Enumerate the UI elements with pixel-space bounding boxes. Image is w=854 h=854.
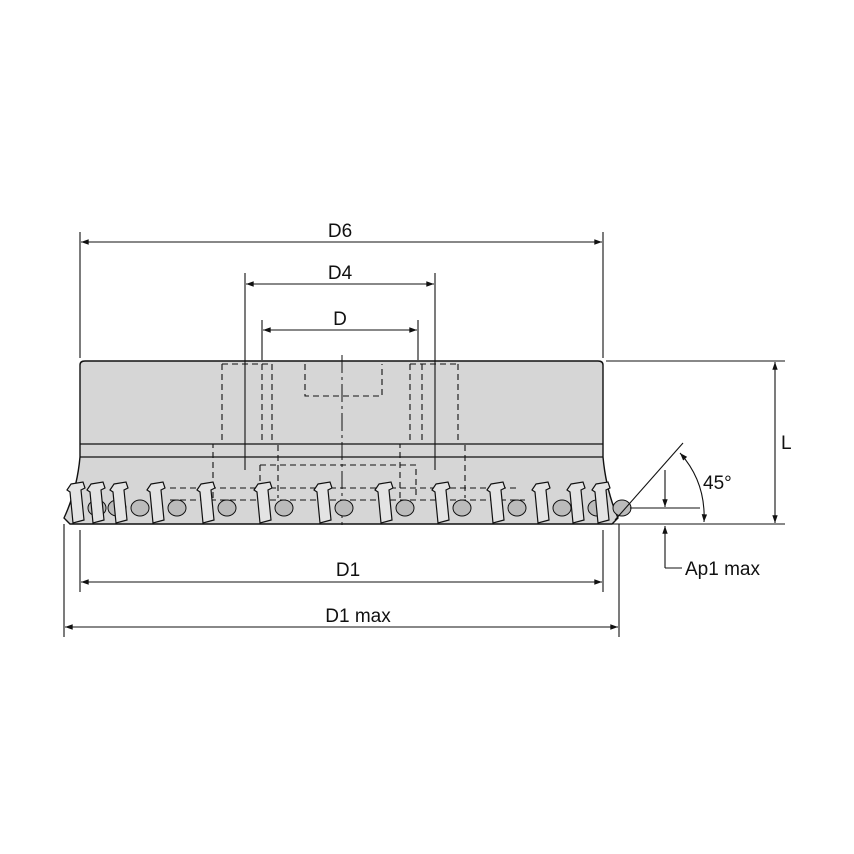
insert-clamp [253,481,273,524]
insert-clamp [313,481,333,524]
dimension-l: L [606,360,792,525]
dimension-d: D [261,309,419,360]
insert-clamp [431,481,451,524]
insert-screw-icon [612,499,632,517]
insert-clamp [531,481,551,524]
insert-screw-icon [507,499,527,517]
dimension-ap1-max: Ap1 max [630,470,760,580]
label-d6: D6 [328,221,352,242]
dimension-d1: D1 [79,530,604,592]
insert-screw-icon [452,499,472,517]
insert-screw-icon [334,499,354,517]
label-l: L [781,433,792,454]
insert-screw-icon [395,499,415,517]
insert-clamp [109,481,129,524]
insert-clamp [566,481,586,524]
insert-screw-icon [217,499,237,517]
insert-clamp [374,481,394,524]
label-d: D [333,309,347,330]
insert-screw-icon [130,499,150,517]
dimension-d6: D6 [79,221,604,358]
insert-screw-icon [167,499,187,517]
label-angle: 45° [703,473,732,494]
dimension-angle: 45° [614,442,732,523]
insert-screw-icon [274,499,294,517]
insert-clamp [86,481,106,524]
insert-clamp [591,481,611,524]
cutting-inserts [66,481,632,524]
insert-clamp [486,481,506,524]
insert-clamp [196,481,216,524]
label-ap1-max: Ap1 max [685,559,760,580]
insert-clamp [66,481,86,524]
label-d1: D1 [336,560,360,581]
dimension-d4: D4 [244,263,436,470]
dimension-d1-max: D1 max [63,524,620,637]
label-d4: D4 [328,263,353,284]
label-d1-max: D1 max [325,606,391,627]
insert-screw-icon [552,499,572,517]
insert-clamp [146,481,166,524]
